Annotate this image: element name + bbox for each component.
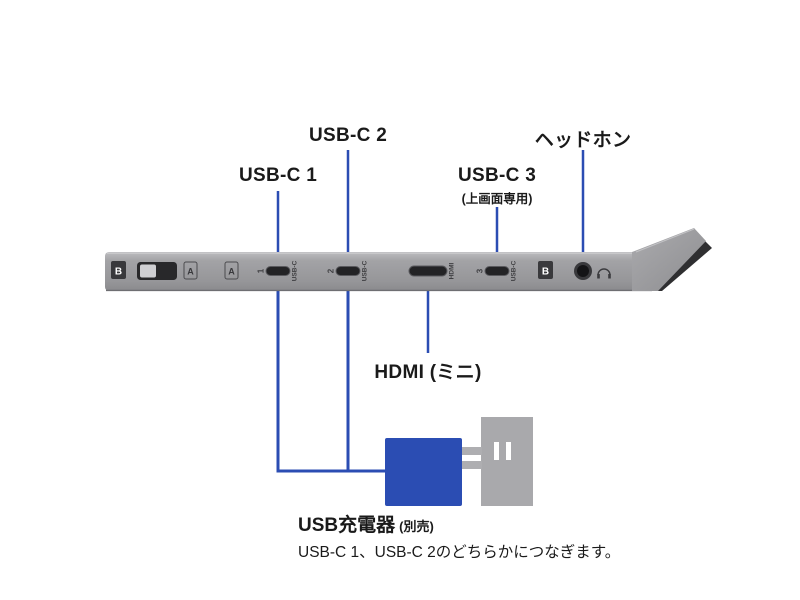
port-usb-c-3-marking: USB-C [511,260,518,281]
headphone-jack [574,262,592,280]
port-hdmi-hole [408,265,448,277]
charger-description: USB-C 1、USB-C 2のどちらかにつなぎます。 [298,544,621,561]
port-usb-c-2-number: 2 [327,268,336,273]
label-hdmi: HDMI (ミニ) [374,362,482,383]
badge-a-2 [224,261,239,280]
badge-b-left-label: B [115,267,122,278]
device-strip: B A A 1 USB-C 2 USB-C [105,228,712,292]
badge-a-group [183,261,239,280]
badge-b-right-label: B [542,267,549,278]
switch-knob [140,264,156,278]
port-usb-c-2: 2 USB-C [327,260,369,281]
headphone-icon-ear-left [597,274,600,279]
charger-prong-top [456,447,482,455]
headphone-icon-band [597,268,611,276]
strip-body [105,252,657,291]
port-usb-c-2-marking: USB-C [362,260,369,281]
badge-a-2-label: A [228,267,235,277]
outlet-slot-right [506,442,511,460]
port-usb-c-1-number: 1 [257,268,266,273]
charger-body [385,438,462,506]
usb-charger [385,438,482,506]
badge-a-1-label: A [187,267,194,277]
port-hdmi: HDMI [408,263,456,280]
label-usb-c-3: USB-C 3 [457,165,537,186]
headphone-icon [597,268,611,279]
label-headphone: ヘッドホン [534,130,632,151]
charger-caption: USB充電器(別売) [298,510,434,537]
port-usb-c-3: 3 USB-C [476,260,518,281]
port-usb-c-1-marking: USB-C [292,260,299,281]
port-usb-c-1-hole [265,266,291,276]
label-usb-c-3-note: (上画面専用) [461,192,533,206]
port-usb-c-1: 1 USB-C [257,260,299,281]
badge-a-1 [183,261,198,280]
charger-title: USB充電器 [298,515,396,536]
leader-lines [276,150,585,353]
charger-cable [276,291,386,473]
power-switch [137,262,177,280]
wall-outlet [481,417,533,506]
port-usb-c-3-number: 3 [476,268,485,273]
cable-usb-c-1 [276,291,386,473]
label-usb-c-1: USB-C 1 [238,165,318,186]
label-usb-c-2: USB-C 2 [308,125,388,146]
hinge-arm [632,228,706,291]
badge-b-left [111,261,126,279]
port-usb-c-2-hole [335,266,361,276]
outlet-slot-left [494,442,499,460]
port-hdmi-marking: HDMI [449,263,456,280]
charger-note: (別売) [399,519,434,534]
jack-hole [577,265,589,277]
charger-prong-bottom [456,461,482,469]
outlet-plate [481,417,533,506]
headphone-icon-ear-right [608,274,611,279]
badge-b-right [538,261,553,279]
port-usb-c-3-hole [484,266,510,276]
hinge-highlight [635,228,695,253]
